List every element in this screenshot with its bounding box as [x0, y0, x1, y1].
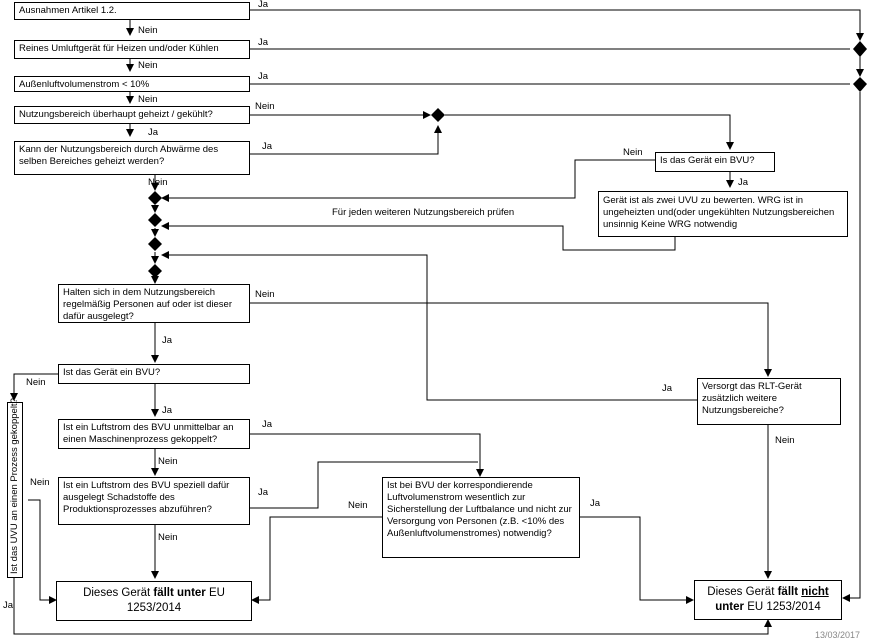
edge-label-nein: Nein [775, 435, 795, 446]
box-aussenluft: Außenluftvolumenstrom < 10% [14, 76, 250, 92]
edge-label-nein: Nein [623, 147, 643, 158]
merge-diamond [148, 213, 162, 227]
edge-label-nein: Nein [158, 456, 178, 467]
box-schadstoffe: Ist ein Luftstrom des BVU speziell dafür… [58, 477, 250, 525]
edge-label-ja: Ja [258, 71, 269, 82]
edge-label-nein: Nein [138, 25, 158, 36]
merge-diamond [148, 191, 162, 205]
edge-label-ja: Ja [662, 383, 673, 394]
edge-label-ja: Ja [258, 37, 269, 48]
edge-label-nein: Nein [138, 94, 158, 105]
box-luftbalance: Ist bei BVU der korrespondierende Luftvo… [382, 477, 580, 558]
edge-label-ja: Ja [162, 405, 173, 416]
edge-label-ja: Ja [262, 419, 273, 430]
box-bvu: Ist das Gerät ein BVU? [58, 364, 250, 384]
box-zwei-uvu: Gerät ist als zwei UVU zu bewerten. WRG … [598, 191, 848, 237]
edge-label-nein: Nein [255, 289, 275, 300]
merge-diamond [148, 264, 162, 278]
merge-diamond [431, 108, 445, 122]
merge-diamond [853, 77, 867, 92]
edge-label-ja: Ja [590, 498, 601, 509]
box-umluftgeraet: Reines Umluftgerät für Heizen und/oder K… [14, 40, 250, 59]
box-personen: Halten sich in dem Nutzungsbereich regel… [58, 284, 250, 323]
result-faellt-unter: Dieses Gerät fällt unter EU 1253/2014 [56, 581, 252, 621]
merge-diamond [148, 237, 162, 251]
box-uvu-prozess-label: Ist das UVU an einen Prozess gekoppelt? [9, 398, 20, 574]
edge-label-ja: Ja [258, 487, 269, 498]
edge-label-ja: Ja [148, 127, 159, 138]
box-weitere-nutzungsbereiche: Versorgt das RLT-Gerät zusätzlich weiter… [697, 378, 841, 425]
edge-label-ja: Ja [162, 335, 173, 346]
edge-label-nein: Nein [348, 500, 368, 511]
merge-diamond [853, 41, 867, 57]
edge-label-nein: Nein [148, 177, 168, 188]
edge-label-ja: Ja [3, 600, 14, 611]
box-abwaerme: Kann der Nutzungsbereich durch Abwärme d… [14, 141, 250, 175]
box-nutzungsbereich-geheizt: Nutzungsbereich überhaupt geheizt / gekü… [14, 106, 250, 124]
edge-label-nein: Nein [30, 477, 50, 488]
box-maschinenprozess: Ist ein Luftstrom des BVU unmittelbar an… [58, 419, 250, 449]
edge-label-ja: Ja [262, 141, 273, 152]
box-ausnahmen: Ausnahmen Artikel 1.2. [14, 2, 250, 20]
edge-label-ja: Ja [258, 0, 269, 10]
edge-label-nein: Nein [158, 532, 178, 543]
box-bvu-top: Is das Gerät ein BVU? [655, 152, 775, 172]
edge-label-nein: Nein [26, 377, 46, 388]
edge-label-ja: Ja [738, 177, 749, 188]
date-stamp: 13/03/2017 [815, 630, 861, 640]
box-uvu-prozess [7, 402, 23, 578]
loop-label: Für jeden weiteren Nutzungsbereich prüfe… [332, 207, 515, 218]
edge-label-nein: Nein [138, 60, 158, 71]
result-faellt-nicht-unter: Dieses Gerät fällt nicht unter EU 1253/2… [694, 580, 842, 620]
edge-label-nein: Nein [255, 101, 275, 112]
